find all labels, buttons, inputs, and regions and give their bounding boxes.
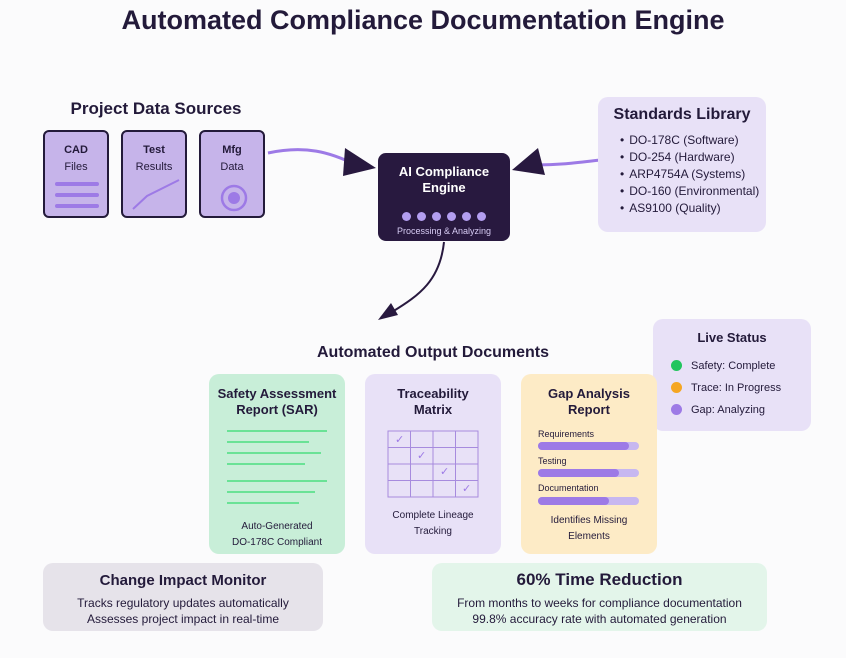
reduction-heading: 60% Time Reduction [516,570,683,589]
gap-footnote-line2: Elements [568,531,610,542]
reduction-line: 99.8% accuracy rate with automated gener… [472,612,727,626]
testing-progress-bar [538,469,639,477]
standards-library-panel: Standards Library •DO-178C (Software) •D… [598,97,766,232]
source-card-subtitle: Data [220,161,244,173]
source-card-test[interactable]: Test Results [121,130,187,218]
sar-footnote-line2: DO-178C Compliant [231,537,323,548]
gap-title-line2: Report [568,402,610,417]
status-dot-icon [671,359,682,371]
status-gap: Gap: Analyzing [671,403,765,417]
standard-item: •AS9100 (Quality) [620,201,721,215]
status-safety: Safety: Complete [671,359,775,373]
reduction-line: From months to weeks for compliance docu… [457,596,742,610]
trace-footnote-line2: Tracking [414,526,452,537]
standard-item: •DO-160 (Environmental) [620,184,760,198]
target-icon [220,184,248,212]
page-title: Automated Compliance Documentation Engin… [121,5,725,35]
status-trace: Trace: In Progress [671,381,781,395]
progress-label: Requirements [538,429,595,439]
outputs-arrowhead [378,303,398,320]
check-icon: ✓ [417,450,427,462]
trend-line-icon [132,179,180,210]
standard-item: •ARP4754A (Systems) [620,167,746,181]
matrix-grid-icon [387,430,479,498]
standards-list: •DO-178C (Software) •DO-254 (Hardware) •… [598,132,766,217]
standards-heading: Standards Library [613,106,751,123]
source-card-title: Mfg [222,144,242,156]
check-icon: ✓ [440,466,450,478]
trace-title-line1: Traceability [397,386,469,401]
gap-footnote-line1: Identifies Missing [550,515,628,526]
documentation-progress-bar [538,497,639,505]
status-dot-icon [671,381,682,393]
sar-document-card[interactable]: Safety Assessment Report (SAR) Auto-Gene… [209,374,345,554]
sources-arrowhead [343,148,376,176]
standard-item: •DO-178C (Software) [620,133,739,147]
sources-to-engine-arrow [267,148,357,167]
progress-label: Testing [538,456,567,466]
standard-item: •DO-254 (Hardware) [620,150,735,164]
engine-to-outputs-arrow [391,241,445,313]
check-icon: ✓ [462,483,472,495]
lines-icon [55,182,99,208]
source-card-cad[interactable]: CAD Files [43,130,109,218]
ai-compliance-engine[interactable]: AI Compliance Engine Processing & Analyz… [378,153,510,241]
check-icon: ✓ [395,434,405,446]
requirements-progress-bar [538,442,639,450]
impact-heading: Change Impact Monitor [99,572,267,589]
progress-label: Documentation [538,483,599,493]
engine-name-line1: AI Compliance [398,164,490,179]
processing-dots [378,208,510,221]
gap-title-line1: Gap Analysis [548,386,630,401]
time-reduction-panel: 60% Time Reduction From months to weeks … [432,563,767,631]
impact-line: Tracks regulatory updates automatically [77,596,289,610]
impact-line: Assesses project impact in real-time [86,612,280,626]
sar-title-line1: Safety Assessment [217,386,337,401]
engine-status-text: Processing & Analyzing [396,226,492,236]
change-impact-monitor-panel: Change Impact Monitor Tracks regulatory … [43,563,323,631]
live-status-panel: Live Status Safety: Complete Trace: In P… [653,319,811,431]
sar-title-line2: Report (SAR) [236,402,318,417]
source-card-subtitle: Files [64,161,88,173]
engine-name-line2: Engine [422,180,466,195]
trace-footnote-line1: Complete Lineage [392,510,474,521]
outputs-heading: Automated Output Documents [317,344,549,361]
status-dot-icon [671,403,682,415]
traceability-document-card[interactable]: Traceability Matrix ✓ ✓ ✓ ✓ Complete Lin… [365,374,501,554]
source-card-title: Test [143,144,165,156]
standards-arrowhead [512,148,545,175]
document-lines-icon [227,430,327,504]
source-card-subtitle: Results [135,161,173,173]
standards-to-engine-arrow [534,158,601,167]
gap-analysis-document-card[interactable]: Gap Analysis Report Requirements Testing… [521,374,657,554]
sources-heading: Project Data Sources [70,99,242,118]
source-card-title: CAD [64,144,88,156]
sar-footnote-line1: Auto-Generated [241,521,313,532]
live-status-heading: Live Status [697,330,767,345]
source-card-mfg[interactable]: Mfg Data [199,130,265,218]
trace-title-line2: Matrix [413,402,453,417]
